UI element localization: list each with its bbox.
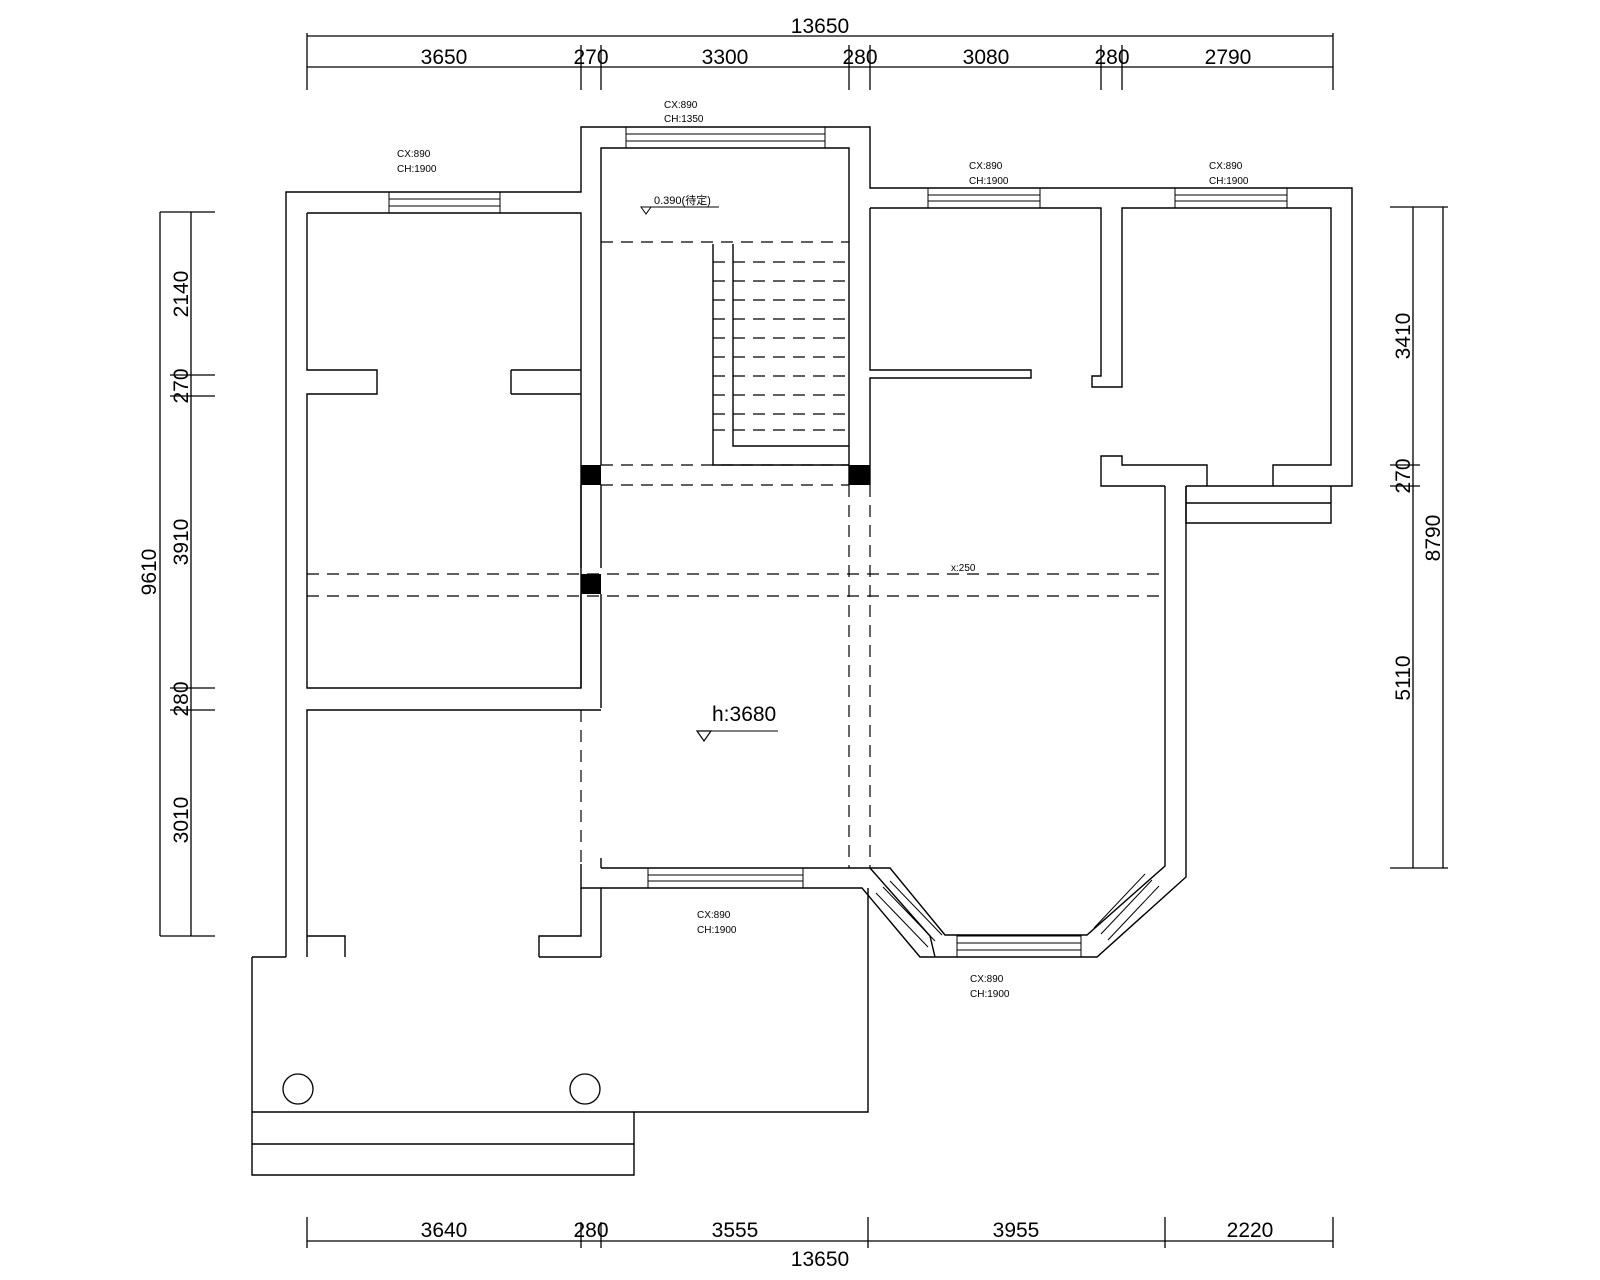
window-living-bottom: [647, 867, 804, 889]
right-dim-1: 3410: [1392, 313, 1415, 360]
top-dim-4: 280: [842, 46, 877, 69]
window-stair: [625, 126, 826, 149]
staircase: [601, 241, 849, 466]
beam-label: x:250: [951, 563, 976, 574]
window-top-right-1: [927, 187, 1041, 209]
window-label-cx: CX:890: [664, 100, 698, 111]
top-dim-2: 270: [573, 46, 608, 69]
planter-circle: [282, 1073, 314, 1105]
bottom-dim-1: 3640: [421, 1219, 468, 1242]
window-label-cx: CX:890: [969, 161, 1003, 172]
window-bay-right: [1093, 873, 1160, 941]
left-dim-3: 3910: [170, 519, 193, 566]
windows: [388, 126, 1288, 958]
top-total-dimension: 13650: [791, 15, 849, 38]
window-label-ch: CH:1900: [1209, 176, 1249, 187]
left-dim-1: 2140: [170, 271, 193, 318]
exterior-walls: [251, 126, 1353, 1176]
left-total-dimension: 9610: [138, 549, 161, 596]
window-bay-center: [956, 935, 1082, 958]
top-dim-3: 3300: [702, 46, 749, 69]
left-dimension-chain: 2140 270 3910 280 3010 9610: [138, 211, 215, 937]
bottom-dim-3: 3555: [712, 1219, 759, 1242]
left-dim-5: 3010: [170, 797, 193, 844]
right-total-dimension: 8790: [1422, 515, 1445, 562]
level-triangle-icon: [695, 730, 713, 743]
window-labels: CX:890 CH:1350 CX:890 CH:1900 CX:890 CH:…: [397, 100, 1249, 1000]
window-label-ch: CH:1900: [697, 925, 737, 936]
window-top-right-2: [1174, 187, 1288, 209]
window-top-left: [388, 191, 501, 214]
top-dim-1: 3650: [421, 46, 468, 69]
window-label-cx: CX:890: [970, 974, 1004, 985]
level-marker: 0.390(待定): [640, 193, 719, 215]
left-dim-4: 280: [170, 681, 193, 716]
beam-lines: [307, 464, 1165, 868]
right-dim-3: 5110: [1392, 655, 1415, 700]
terrace-fixtures: [282, 1073, 601, 1105]
bottom-total-dimension: 13650: [791, 1248, 849, 1271]
left-dim-2: 270: [170, 368, 193, 403]
bottom-dim-2: 280: [573, 1219, 608, 1242]
window-label-cx: CX:890: [697, 910, 731, 921]
column: [581, 465, 601, 485]
column: [849, 465, 870, 485]
window-label-ch: CH:1900: [397, 164, 437, 175]
window-bay-left: [875, 880, 943, 948]
bottom-dim-4: 3955: [993, 1219, 1040, 1242]
top-dim-6: 280: [1094, 46, 1129, 69]
ceiling-height-label: h:3680: [712, 703, 776, 726]
window-label-ch: CH:1900: [969, 176, 1009, 187]
top-dimension-chain: 13650 3650 270 3300 280 3080 280 2790: [306, 15, 1334, 90]
window-label-ch: CH:1900: [970, 989, 1010, 1000]
top-dim-5: 3080: [963, 46, 1010, 69]
level-label: 0.390(待定): [654, 193, 711, 207]
top-dim-7: 2790: [1205, 46, 1252, 69]
right-dimension-chain: 3410 270 5110 8790: [1390, 206, 1448, 869]
bottom-dim-5: 2220: [1227, 1219, 1274, 1242]
window-label-cx: CX:890: [1209, 161, 1243, 172]
structural-columns: [581, 465, 870, 594]
bottom-dimension-chain: 3640 280 3555 3955 2220 13650: [306, 1217, 1334, 1271]
ceiling-height-marker: h:3680: [695, 703, 778, 743]
right-dim-2: 270: [1392, 458, 1415, 493]
level-triangle-icon: [640, 206, 652, 215]
window-label-cx: CX:890: [397, 149, 431, 160]
column: [581, 574, 601, 594]
window-label-ch: CH:1350: [664, 114, 704, 125]
planter-circle: [569, 1073, 601, 1105]
